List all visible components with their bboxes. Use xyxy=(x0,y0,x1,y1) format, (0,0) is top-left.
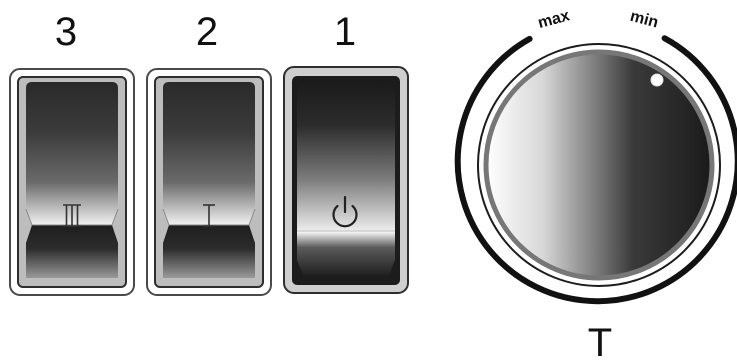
switch-3-number: 3 xyxy=(55,10,77,54)
knob-min-label: min xyxy=(628,8,660,32)
rocker-switch-2[interactable]: 2 xyxy=(147,10,271,295)
rocker-switch-1[interactable]: 1 xyxy=(284,10,408,293)
switch-2-number: 2 xyxy=(196,10,218,54)
temperature-knob[interactable]: max min T xyxy=(458,7,737,363)
knob-label: T xyxy=(588,321,612,363)
rocker-switch-3[interactable]: 3 xyxy=(10,10,134,295)
knob-indicator-dot xyxy=(651,74,663,86)
knob-max-label: max xyxy=(536,7,571,32)
switch-1-number: 1 xyxy=(334,10,356,54)
